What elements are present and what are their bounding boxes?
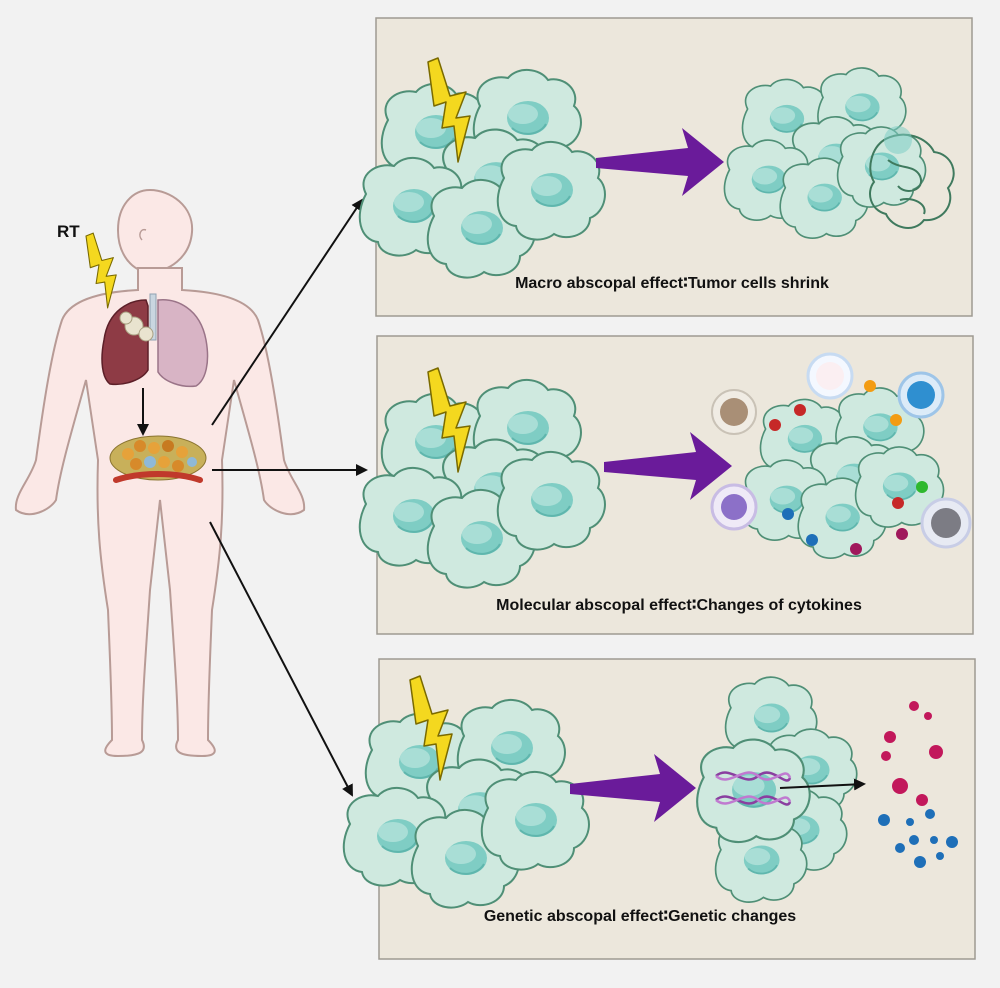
genetic-molecules (878, 701, 958, 868)
rt-label: RT (57, 222, 80, 241)
macro-caption: Macro abscopal effect∶Tumor cells shrink (515, 275, 829, 292)
right-lung (157, 299, 209, 388)
macro-purple-arrow (596, 128, 724, 196)
human-body-figure (14, 188, 306, 758)
dna-helix-icon (715, 771, 792, 806)
macro-after-cluster (724, 68, 955, 238)
genetic-caption: Genetic abscopal effect∶Genetic changes (484, 908, 796, 925)
genetic-black-arrow (779, 778, 866, 791)
arrow-to-macro-panel (211, 198, 364, 426)
genetic-purple-arrow (570, 754, 696, 822)
molecular-caption: Molecular abscopal effect∶Changes of cyt… (496, 597, 862, 614)
arrow-to-genetic-panel (209, 521, 353, 797)
tumor-mass (109, 435, 207, 483)
molecular-purple-arrow (604, 432, 732, 500)
cytokines (710, 352, 972, 555)
